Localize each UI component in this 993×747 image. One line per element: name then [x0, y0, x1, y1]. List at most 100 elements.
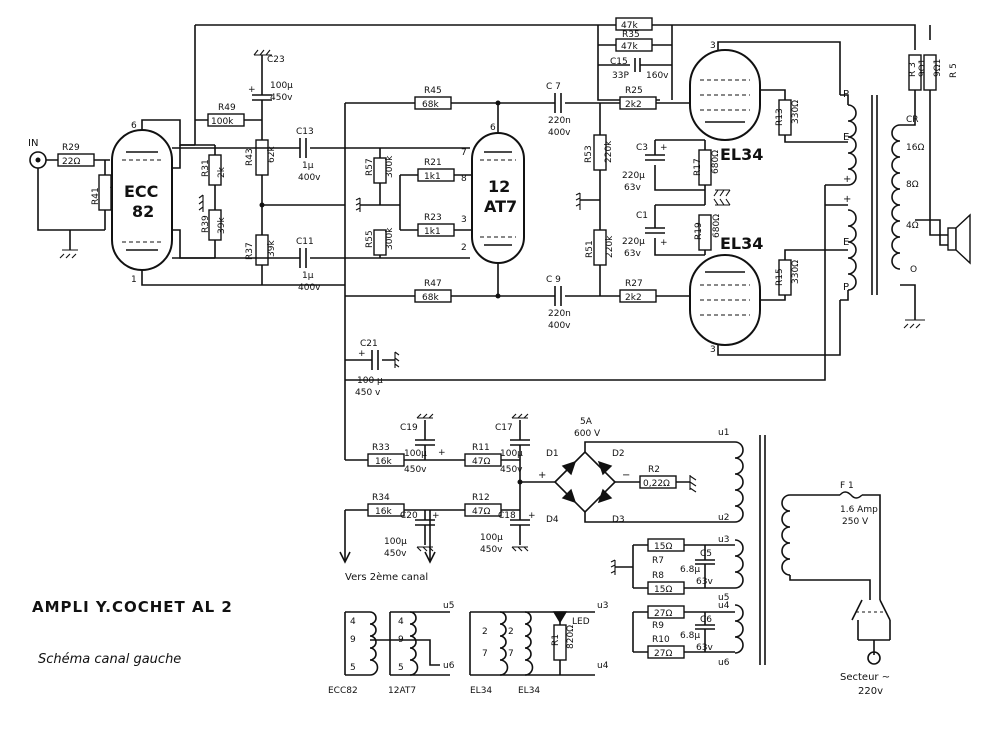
r39-value: 39k — [217, 217, 227, 234]
c20-ref: C20 — [400, 511, 418, 521]
pin-1: 1 — [131, 275, 137, 285]
at7-pin8: 8 — [461, 174, 467, 184]
c17-ref: C17 — [495, 423, 513, 433]
r53-value: 220k — [604, 140, 614, 163]
at7-pin3: 3 — [461, 215, 467, 225]
heater-el34a: EL34 — [470, 686, 492, 696]
vers-label: Vers 2ème canal — [345, 571, 428, 583]
c5-value: 6.8μ — [680, 565, 700, 575]
c11-volt: 400v — [298, 283, 321, 293]
u4-led: u4 — [597, 661, 609, 671]
r21-value: 1k1 — [424, 172, 441, 182]
bridge-minus: − — [622, 470, 630, 481]
at7-h-pin4: 4 — [398, 617, 404, 627]
bridge-rating2: 600 V — [574, 429, 601, 439]
c1-value: 220μ — [622, 237, 645, 247]
r19-ref: R19 — [694, 222, 704, 240]
ecc82-line2: 82 — [132, 202, 154, 221]
c5-ref: C5 — [700, 549, 712, 559]
heater-12at7: 12AT7 — [388, 686, 416, 696]
r15-ref: R15 — [775, 268, 785, 286]
r47-ref: R47 — [424, 279, 442, 289]
u5-label: u5 — [718, 593, 729, 603]
el34a-pin2: 2 — [482, 627, 488, 637]
mains-volt: 220v — [858, 686, 883, 697]
at7-line2: AT7 — [484, 197, 517, 216]
c18-plus: + — [528, 511, 536, 521]
c3-value: 220μ — [622, 171, 645, 181]
u4-label: u4 — [718, 601, 730, 611]
tap-0: O — [910, 265, 917, 275]
c7-volt: 400v — [548, 128, 571, 138]
c19-plus: + — [438, 448, 446, 458]
bridge-plus: + — [538, 470, 546, 481]
r31-ref: R31 — [201, 159, 211, 177]
pin-6: 6 — [131, 121, 137, 131]
u6-label: u6 — [718, 658, 730, 668]
r27-value: 2k2 — [625, 293, 642, 303]
tx-pin-plus1: + — [843, 174, 851, 185]
c15-value: 33P — [612, 71, 629, 81]
tap-16: 16Ω — [906, 143, 924, 153]
r17-ref: R17 — [693, 158, 703, 176]
el34-bottom-name: EL34 — [720, 234, 763, 253]
r5-value: 9Ω1 — [933, 59, 943, 77]
input-label: IN — [28, 138, 38, 149]
fuse-label: F 1 — [840, 481, 854, 491]
r1-ref: R1 — [551, 634, 561, 646]
r39-ref: R39 — [201, 215, 211, 233]
r37-value: 39k — [267, 240, 277, 257]
at7-h-pin9: 9 — [398, 635, 404, 645]
ecc-pin5: 5 — [350, 663, 356, 673]
ecc-pin4: 4 — [350, 617, 356, 627]
r35a-value: 47k — [621, 21, 638, 31]
tap-cr: CR — [906, 115, 919, 125]
c3-plus: + — [660, 143, 668, 153]
r55-ref: R55 — [365, 230, 375, 248]
u3-led: u3 — [597, 601, 608, 611]
r51-ref: R51 — [585, 240, 595, 258]
el34b-pin3: 3 — [710, 345, 716, 355]
c21-value: 100 μ — [357, 376, 383, 386]
r1-value: 820Ω — [566, 625, 576, 649]
c19-value: 100μ — [404, 449, 427, 459]
c19-volt: 450v — [404, 465, 427, 475]
tap-4: 4Ω — [906, 221, 919, 231]
c7-ref: C 7 — [546, 82, 561, 92]
c6-ref: C6 — [700, 615, 712, 625]
c15-volt: 160v — [646, 71, 669, 81]
heater-ecc82: ECC82 — [328, 686, 358, 696]
r57-value: 300k — [385, 155, 395, 178]
c7-value: 220n — [548, 116, 571, 126]
at7-line1: 12 — [488, 177, 510, 196]
el34b-pin7: 7 — [508, 649, 514, 659]
c21-volt: 450 v — [355, 388, 381, 398]
r45-ref: R45 — [424, 86, 442, 96]
r8-value: 15Ω — [654, 585, 672, 595]
c21-plus: + — [358, 349, 366, 359]
c18-volt: 450v — [480, 545, 503, 555]
r8-ref: R8 — [652, 571, 664, 581]
c11-value: 1μ — [302, 271, 314, 281]
r12-ref: R12 — [472, 493, 490, 503]
tx-pin-p1: P — [843, 89, 849, 100]
c11-ref: C11 — [296, 237, 314, 247]
r45-value: 68k — [422, 100, 439, 110]
r34-ref: R34 — [372, 493, 390, 503]
mains-plug-icon[interactable] — [867, 651, 881, 665]
c3-ref: C3 — [636, 143, 648, 153]
d2-label: D2 — [612, 449, 625, 459]
r34-value: 16k — [375, 507, 392, 517]
c23-volt: 450v — [270, 93, 293, 103]
bridge-rating1: 5A — [580, 417, 593, 427]
c6-volt: 63v — [696, 643, 713, 653]
r57-ref: R57 — [365, 158, 375, 176]
r19-value: 680Ω — [712, 214, 722, 238]
c5-volt: 63v — [696, 577, 713, 587]
r10-ref: R10 — [652, 635, 670, 645]
at7-pin2: 2 — [461, 243, 467, 253]
page-subtitle: Schéma canal gauche — [38, 652, 181, 667]
c19-ref: C19 — [400, 423, 418, 433]
c18-ref: C18 — [498, 511, 516, 521]
